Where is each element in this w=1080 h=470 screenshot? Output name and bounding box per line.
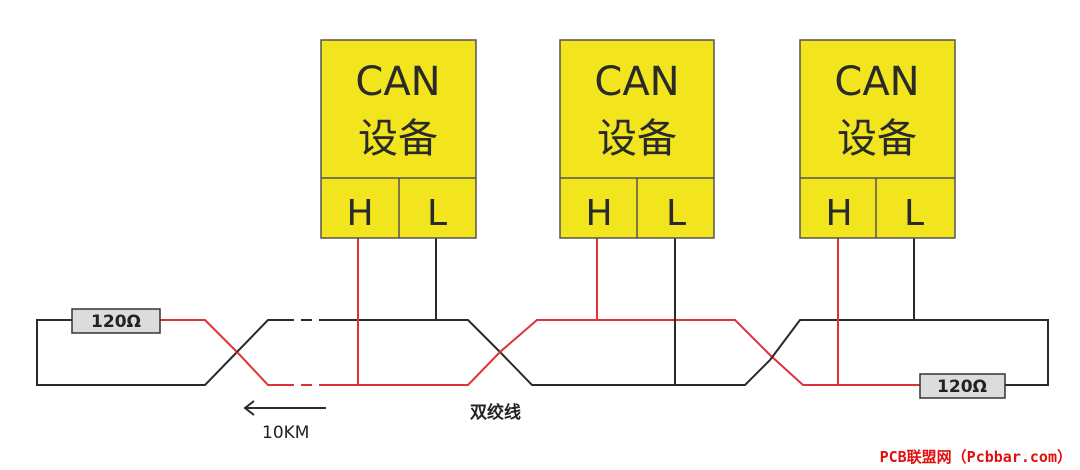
can-device-3: CAN 设备 H L [799, 39, 956, 239]
device-3-l-label: L [904, 193, 924, 234]
device-1-subtitle: 设备 [358, 116, 438, 162]
resistor-right-label: 120Ω [937, 377, 987, 397]
can-device-2: CAN 设备 H L [559, 39, 715, 239]
left-low-wire-rise [236, 319, 283, 353]
termination-resistor-right: 120Ω [919, 373, 1006, 399]
device-3-title: CAN [834, 59, 919, 105]
can-device-1: CAN 设备 H L [320, 39, 477, 239]
high-wire-seg-1 [330, 319, 920, 386]
device-2-title: CAN [594, 59, 679, 105]
device-1-l-label: L [427, 193, 447, 234]
device-3-subtitle: 设备 [837, 116, 917, 162]
distance-label: 10KM [262, 423, 309, 443]
device-1-title: CAN [355, 59, 440, 105]
low-wire-seg-1 [330, 319, 771, 386]
device-3-h-label: H [825, 193, 852, 234]
watermark: PCB联盟网（Pcbbar.com） [880, 448, 1072, 466]
device-2-l-label: L [666, 193, 686, 234]
low-wire-seg-2 [769, 319, 1049, 386]
distance-arrow [243, 400, 326, 416]
resistor-left-label: 120Ω [91, 312, 141, 332]
device-2-subtitle: 设备 [597, 116, 677, 162]
left-termination-loop [36, 319, 238, 386]
cable-label: 双绞线 [470, 402, 521, 423]
termination-resistor-left: 120Ω [71, 308, 161, 334]
device-2-h-label: H [585, 193, 612, 234]
left-resistor-lead [160, 319, 283, 386]
device-1-h-label: H [346, 193, 373, 234]
